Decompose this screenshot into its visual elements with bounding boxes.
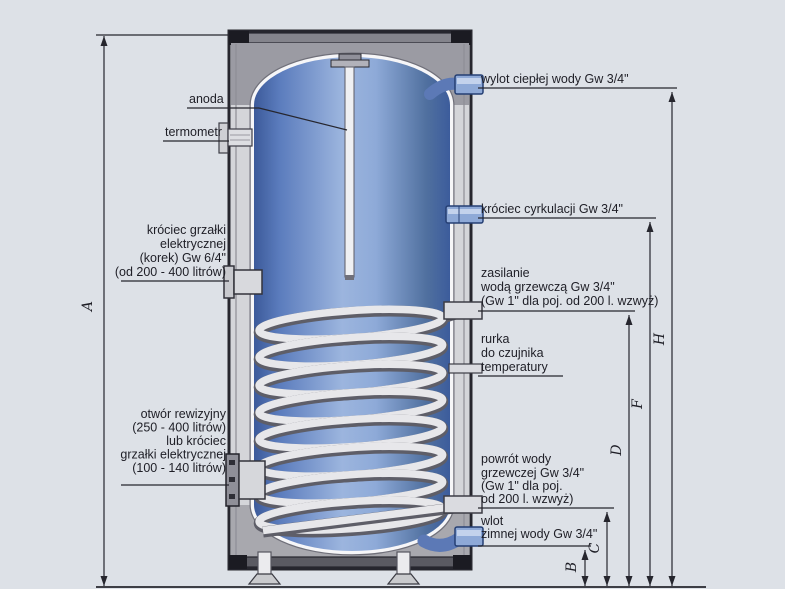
anode-flange-plate <box>330 59 370 68</box>
label-otwor-line: (100 - 140 litrów) <box>132 461 226 475</box>
label-anoda: anoda <box>189 92 224 106</box>
label-powrot-line: grzewczej Gw 3/4" <box>481 466 584 480</box>
dim-letter-B: B <box>564 562 580 573</box>
label-termometr: termometr <box>165 125 222 139</box>
casing-top-band <box>230 32 470 44</box>
port-cyrkulacja <box>445 205 484 224</box>
port-grzalka-korek <box>233 269 263 295</box>
label-otwor-line: otwór rewizyjny <box>141 407 227 421</box>
arrowhead-down <box>668 576 676 586</box>
arrowhead-up <box>625 315 633 325</box>
label-grzalka-line: (korek) Gw 6/4" <box>140 251 226 265</box>
arrowhead-up <box>581 550 589 560</box>
label-otwor-line: (250 - 400 litrów) <box>132 421 226 435</box>
tank-foot <box>247 573 282 585</box>
casing-top-left-cap <box>229 31 249 45</box>
label-zasilanie-line: wodą grzewczą Gw 3/4" <box>480 280 615 294</box>
label-zasilanie-line: zasilanie <box>481 266 530 280</box>
label-rurka: rurka do czujnika temperatury <box>478 332 563 377</box>
label-powrot-line: powrót wody <box>481 452 552 466</box>
flange-bolt <box>229 494 235 499</box>
port-wlot-zimnej-wody <box>454 526 484 547</box>
anode-rod-tip <box>345 275 354 280</box>
label-rurka-line: rurka <box>481 332 510 346</box>
port-wlot-highlight <box>457 530 481 536</box>
arrowhead-up <box>603 512 611 522</box>
label-rurka-line: do czujnika <box>481 346 544 360</box>
leader-anoda <box>258 107 348 131</box>
port-cyrkulacja-highlight <box>448 209 481 214</box>
heating-coil <box>253 303 474 538</box>
casing-bottom-right-cap <box>453 555 471 569</box>
arrowhead-down <box>581 576 589 586</box>
port-termometr <box>227 128 253 147</box>
dim-letter-H: H <box>652 332 668 346</box>
anode-rod <box>344 66 355 278</box>
label-rurka-line: temperatury <box>481 360 548 374</box>
otwor-rewizyjny-cylinder <box>238 460 266 500</box>
dim-letter-C: C <box>587 542 603 553</box>
label-otwor-line: lub króciec <box>166 434 226 448</box>
label-powrot: powrót wody grzewczej Gw 3/4" (Gw 1" dla… <box>478 452 614 509</box>
flange-bolt <box>229 460 235 465</box>
dim-letter-A: A <box>80 301 96 313</box>
port-zasilanie <box>443 301 483 320</box>
arrowhead-down <box>603 576 611 586</box>
port-wylot-cieplej-wody <box>454 74 484 95</box>
label-grzalka-line: króciec grzałki <box>147 223 226 237</box>
label-wlot-line: wlot <box>480 514 504 528</box>
port-powrot <box>443 495 483 514</box>
label-powrot-line: (Gw 1" dla poj. <box>481 479 563 493</box>
label-powrot-line: od 200 l. wzwyż) <box>481 492 573 506</box>
label-wlot-line: zimnej wody Gw 3/4" <box>481 527 597 541</box>
label-wlot: wlot zimnej wody Gw 3/4" <box>478 514 597 547</box>
flange-bolt <box>229 477 235 482</box>
port-wylot-highlight <box>457 78 481 84</box>
coil-outlet-tube <box>262 500 471 535</box>
tank-foot <box>386 573 421 585</box>
arrowhead-down <box>100 576 108 586</box>
arrowhead-down <box>625 576 633 586</box>
casing-top-right-cap <box>451 31 471 45</box>
arrowhead-up <box>100 36 108 46</box>
label-otwor-line: grzałki elektrycznej <box>120 448 226 462</box>
casing-bottom-left-cap <box>229 555 247 569</box>
label-otwor-rewizyjny: otwór rewizyjny (250 - 400 litrów) lub k… <box>120 407 229 486</box>
arrowhead-up <box>646 222 654 232</box>
dim-letter-D: D <box>609 444 625 456</box>
arrowhead-up <box>668 92 676 102</box>
arrowhead-down <box>646 576 654 586</box>
port-rurka-czujnika <box>448 363 483 374</box>
label-grzalka-line: elektrycznej <box>160 237 226 251</box>
label-wylot: wylot ciepłej wody Gw 3/4" <box>480 72 629 86</box>
label-grzalka-line: (od 200 - 400 litrów) <box>115 265 226 279</box>
label-zasilanie: zasilanie wodą grzewczą Gw 3/4" (Gw 1" d… <box>478 266 658 312</box>
label-zasilanie-line: (Gw 1" dla poj. od 200 l. wzwyż) <box>481 294 658 308</box>
label-grzalka: króciec grzałki elektrycznej (korek) Gw … <box>115 223 229 282</box>
label-cyrkulacja: króciec cyrkulacji Gw 3/4" <box>481 202 623 216</box>
dim-letter-F: F <box>630 398 646 410</box>
